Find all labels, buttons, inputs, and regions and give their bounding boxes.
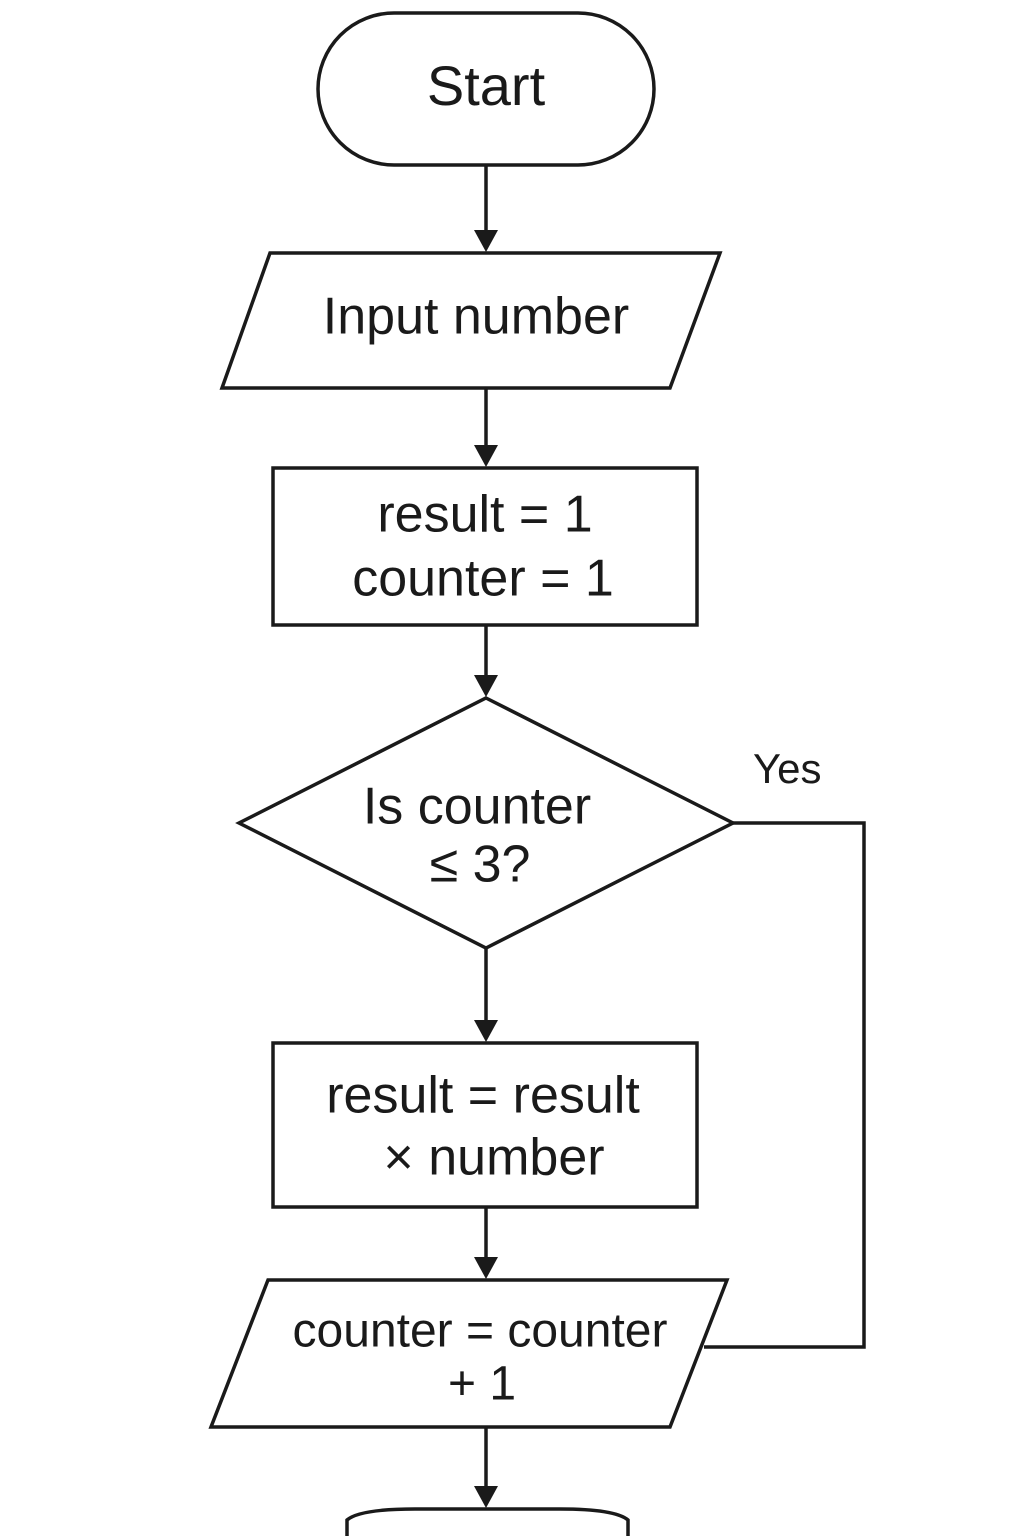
arrowhead-init <box>474 445 498 467</box>
init-process-box <box>271 466 699 627</box>
increment-parallelogram <box>208 1278 730 1429</box>
yes-label: Yes <box>753 745 822 792</box>
end-terminal <box>345 1507 630 1536</box>
arrowhead-end <box>474 1486 498 1508</box>
start-label: Start <box>427 54 546 117</box>
increment-label-line1: counter = counter <box>293 1305 668 1358</box>
init-label-line2: counter = 1 <box>352 550 614 608</box>
multiply-process-box <box>271 1041 699 1209</box>
input-label: Input number <box>323 288 629 346</box>
decision-label-line1: Is counter <box>363 778 591 836</box>
decision-label-line2: ≤ 3? <box>430 836 531 894</box>
arrowhead-decision <box>474 675 498 697</box>
arrowhead-increment <box>474 1257 498 1279</box>
multiply-label-line1: result = result <box>326 1067 640 1125</box>
arrowhead-multiply <box>474 1020 498 1042</box>
increment-label-line2: + 1 <box>448 1358 516 1411</box>
multiply-label-line2: × number <box>383 1129 604 1187</box>
input-parallelogram <box>219 251 723 390</box>
init-label-line1: result = 1 <box>377 486 592 544</box>
loop-connector-yes <box>704 821 866 1349</box>
arrowhead-input <box>474 230 498 252</box>
